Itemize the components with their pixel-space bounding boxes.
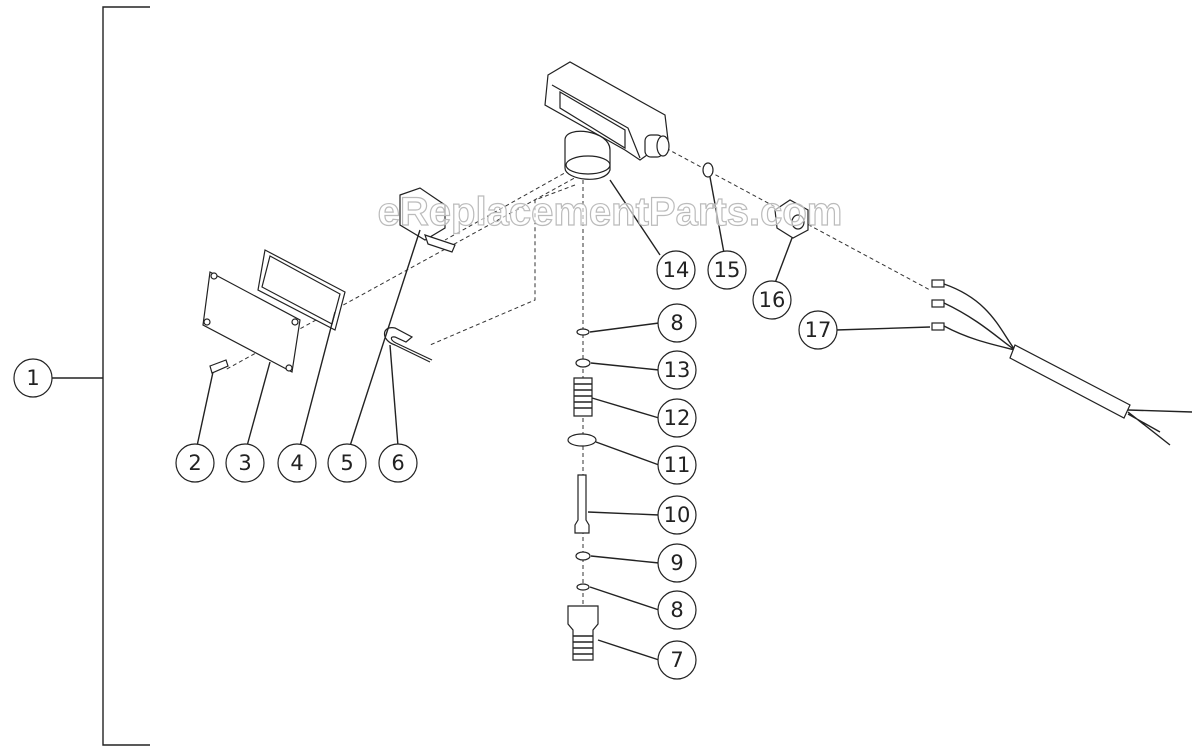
svg-text:2: 2 xyxy=(188,451,201,475)
svg-text:15: 15 xyxy=(714,258,741,282)
cable-nut xyxy=(774,199,809,239)
callout-16: 16 xyxy=(752,280,792,320)
svg-text:9: 9 xyxy=(670,551,683,575)
callout-8-lower: 8 xyxy=(657,590,697,630)
svg-text:14: 14 xyxy=(663,258,690,282)
callout-15: 15 xyxy=(707,250,747,290)
callout-2: 2 xyxy=(175,443,215,483)
micro-switch xyxy=(399,187,456,253)
washer xyxy=(702,162,714,178)
svg-text:5: 5 xyxy=(340,451,353,475)
callout-11: 11 xyxy=(657,445,697,485)
svg-text:7: 7 xyxy=(670,648,683,672)
callout-14: 14 xyxy=(656,250,696,290)
callout-13: 13 xyxy=(657,350,697,390)
svg-text:1: 1 xyxy=(26,366,39,390)
cable-assembly xyxy=(931,279,1193,446)
svg-text:16: 16 xyxy=(759,288,786,312)
callout-9: 9 xyxy=(657,543,697,583)
callout-3: 3 xyxy=(225,443,265,483)
watermark: eReplacementParts.com xyxy=(378,190,843,234)
svg-text:12: 12 xyxy=(664,406,691,430)
svg-text:6: 6 xyxy=(391,451,404,475)
svg-text:13: 13 xyxy=(664,358,691,382)
callout-12: 12 xyxy=(657,398,697,438)
callout-7: 7 xyxy=(657,640,697,680)
callout-5: 5 xyxy=(327,443,367,483)
svg-text:8: 8 xyxy=(670,311,683,335)
callout-17: 17 xyxy=(798,310,838,350)
screw xyxy=(209,359,229,374)
svg-text:3: 3 xyxy=(238,451,251,475)
svg-text:11: 11 xyxy=(664,453,691,477)
callout-4: 4 xyxy=(277,443,317,483)
svg-text:17: 17 xyxy=(805,318,832,342)
svg-text:8: 8 xyxy=(670,598,683,622)
switch-housing xyxy=(544,61,670,180)
assembly-bracket xyxy=(52,6,150,746)
callout-8-upper: 8 xyxy=(657,303,697,343)
valve-stack xyxy=(567,328,599,661)
svg-text:4: 4 xyxy=(290,451,303,475)
leader-lines xyxy=(196,176,931,661)
u-clip xyxy=(383,327,433,363)
cover-gasket xyxy=(202,249,346,373)
callout-1: 1 xyxy=(13,358,53,398)
callout-6: 6 xyxy=(378,443,418,483)
callout-10: 10 xyxy=(657,495,697,535)
svg-text:10: 10 xyxy=(664,503,691,527)
